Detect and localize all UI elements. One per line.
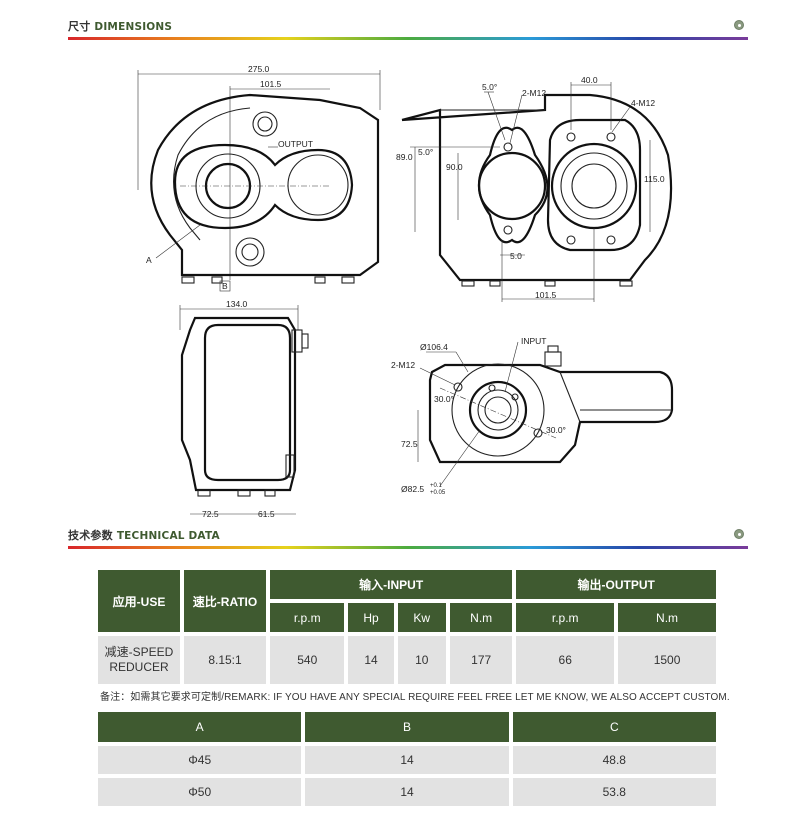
technical-title-en: TECHNICAL DATA [116,530,220,542]
cell-input-nm: 177 [450,636,513,684]
dimensions-title-en: DIMENSIONS [94,21,173,33]
cell-b: 14 [305,746,509,774]
sub-input-rpm: r.p.m [270,603,345,632]
dim-82: Ø82.5 [401,484,424,494]
dimension-drawing: 275.0 101.5 OUTPUT A B [137,64,674,519]
cell-input-rpm: 540 [270,636,345,684]
rainbow-divider [68,546,748,549]
dim-134: 134.0 [226,299,248,309]
header-ratio: 速比-RATIO [184,570,266,632]
dim-101-5-bottom: 101.5 [535,290,557,300]
technical-title-cn: 技术参数 [68,530,113,542]
cell-b: 14 [305,778,509,806]
sub-input-nm: N.m [450,603,513,632]
label-2-m12-flange: 2-M12 [391,360,415,370]
header-output: 输出-OUTPUT [516,570,716,599]
abc-table: A B C Φ45 14 48.8 Φ50 14 53.8 [94,708,720,810]
dim-101-5-top: 101.5 [260,79,282,89]
cell-use: 减速-SPEED REDUCER [98,636,180,684]
remark-text: 备注：如需其它要求可定制/REMARK: IF YOU HAVE ANY SPE… [100,692,730,703]
cell-input-kw: 10 [397,636,446,684]
header-a: A [98,712,302,742]
label-output: OUTPUT [278,139,313,149]
dim-82-tol-top: +0.1 [430,483,443,489]
label-a: A [146,255,152,265]
dim-5-top: 5.0° [482,82,497,92]
sub-input-kw: Kw [397,603,446,632]
dim-30-b: 30.0° [546,425,566,435]
dim-72-5-side: 72.5 [202,509,219,519]
bullet-icon [734,529,744,539]
cell-output-nm: 1500 [618,636,716,684]
cell-ratio: 8.15:1 [184,636,266,684]
dim-61-5: 61.5 [258,509,275,519]
header-b: B [305,712,509,742]
dim-106: Ø106.4 [420,342,448,352]
dim-275: 275.0 [248,64,270,74]
dim-90: 90.0 [446,162,463,172]
header-use: 应用-USE [98,570,180,632]
sub-input-hp: Hp [348,603,394,632]
bullet-icon [734,20,744,30]
dim-5-deg: 5.0° [418,147,433,157]
dim-72-5-flange: 72.5 [401,439,418,449]
sub-output-nm: N.m [618,603,716,632]
front-view: 275.0 101.5 OUTPUT A B [137,64,381,292]
cell-a: Φ50 [98,778,302,806]
cell-a: Φ45 [98,746,302,774]
rainbow-divider [68,37,748,40]
sub-output-rpm: r.p.m [516,603,615,632]
cell-input-hp: 14 [348,636,394,684]
header-input: 输入-INPUT [270,570,513,599]
dim-115: 115.0 [644,174,665,184]
label-4-m12: 4-M12 [631,98,655,108]
label-2-m12-top: 2-M12 [522,88,546,98]
dim-5-bottom: 5.0 [510,251,522,261]
rear-view: 5.0° 2-M12 40.0 4-M12 89.0 5.0° 90.0 115… [396,75,673,302]
label-b: B [222,281,228,291]
spec-table: 应用-USE 速比-RATIO 输入-INPUT 输出-OUTPUT r.p.m… [94,566,720,688]
cell-c: 48.8 [512,746,716,774]
side-view: 134.0 72.5 61.5 [179,299,309,519]
label-input: INPUT [521,336,547,346]
cell-output-rpm: 66 [516,636,615,684]
dim-82-tol-bottom: +0.05 [430,490,446,496]
cell-c: 53.8 [512,778,716,806]
dim-89: 89.0 [396,152,413,162]
dim-40: 40.0 [581,75,598,85]
dimensions-title-cn: 尺寸 [68,21,91,33]
input-flange-view: Ø106.4 INPUT 2-M12 30.0° 30.0° 72.5 Ø82.… [391,336,674,496]
dim-30-a: 30.0° [434,394,454,404]
header-c: C [512,712,716,742]
